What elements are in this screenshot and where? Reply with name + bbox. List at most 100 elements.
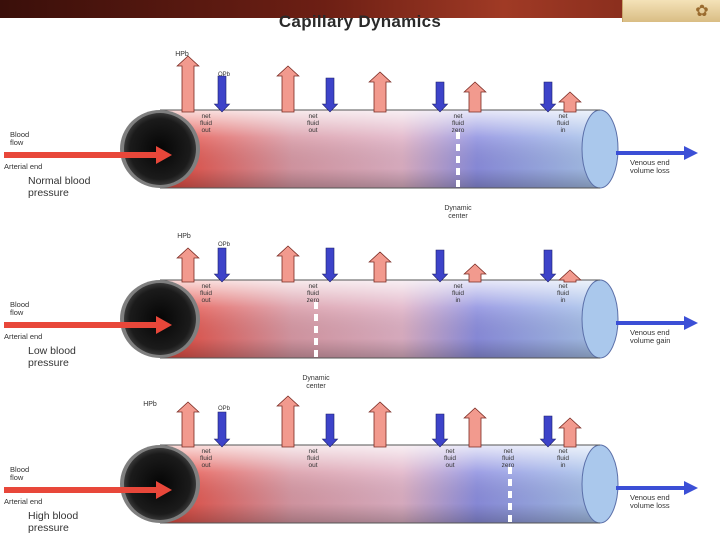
blood-flow-label: Blood [10,300,29,309]
osmotic-arrow [539,249,557,283]
dynamic-center-label: center [306,383,326,390]
tube-venous-end [581,444,619,524]
venous-end-label: volume loss [630,501,670,510]
net-fluid-label: fluid [200,455,212,462]
net-fluid-label: fluid [444,455,456,462]
net-fluid-label: net [453,283,462,290]
net-fluid-label: in [455,297,460,304]
net-fluid-label: net [201,113,210,120]
blood-flow-label: flow [10,138,24,147]
blood-flow-arrow [4,152,160,158]
venous-end-label: Venous end [630,158,670,167]
hydrostatic-arrow [558,269,582,283]
net-fluid-label: out [445,462,454,469]
hydrostatic-arrow [176,55,200,113]
net-fluid-label: net [308,448,317,455]
arterial-end-label: Arterial end [4,332,42,341]
net-fluid-label: in [560,297,565,304]
osmotic-arrow [431,81,449,113]
venous-flow-arrow [616,321,686,325]
net-fluid-label: net [558,283,567,290]
net-fluid-label: zero [452,127,465,134]
condition-label: High blood [28,510,78,522]
panel-3: HPbOPbnetfluidoutnetfluidoutnetfluidoutn… [4,395,698,537]
blood-flow-label: Blood [10,465,29,474]
tube-shading [160,445,600,523]
tube-shading [160,280,600,358]
net-fluid-label: net [201,448,210,455]
blood-flow-arrow [4,322,160,328]
panel-1: HPbOPbnetfluidoutnetfluidoutnetfluidzero… [4,51,698,220]
net-fluid-label: net [558,448,567,455]
hp-label: HPb [177,233,191,240]
net-fluid-label: fluid [502,455,514,462]
hydrostatic-arrow [276,65,300,113]
hydrostatic-arrow [176,247,200,283]
blood-flow-label: flow [10,308,24,317]
venous-flow-arrowhead [684,481,698,495]
osmotic-arrow [213,247,231,283]
header-ornament: ✿ [622,0,720,22]
hydrostatic-arrow [463,81,487,113]
blood-flow-arrowhead [156,146,172,164]
net-fluid-label: in [560,462,565,469]
condition-label: pressure [28,187,69,199]
blood-flow-arrowhead [156,481,172,499]
osmotic-arrow [431,413,449,448]
osmotic-arrow [213,411,231,448]
net-fluid-label: net [308,283,317,290]
osmotic-arrow [431,249,449,283]
condition-label: Low blood [28,345,76,357]
venous-end-label: volume loss [630,166,670,175]
osmotic-arrow [321,247,339,283]
net-fluid-label: zero [307,297,320,304]
net-fluid-label: out [201,297,210,304]
net-fluid-label: fluid [307,455,319,462]
net-fluid-label: fluid [452,120,464,127]
condition-label: pressure [28,357,69,369]
net-fluid-label: fluid [200,120,212,127]
net-fluid-label: fluid [307,290,319,297]
net-fluid-label: fluid [557,290,569,297]
venous-flow-arrow [616,486,686,490]
hp-label: HPb [143,401,157,408]
op-label: OPb [218,406,231,412]
venous-end-label: Venous end [630,493,670,502]
net-fluid-label: net [558,113,567,120]
venous-end-label: Venous end [630,328,670,337]
op-label: OPb [218,242,231,248]
tube-venous-end [581,109,619,189]
blood-flow-arrowhead [156,316,172,334]
hydrostatic-arrow [368,251,392,283]
hydrostatic-arrow [368,71,392,113]
net-fluid-label: fluid [307,120,319,127]
hydrostatic-arrow [276,395,300,448]
op-label: OPb [218,72,231,78]
hydrostatic-arrow [463,407,487,448]
blood-flow-label: Blood [10,130,29,139]
blood-flow-arrow [4,487,160,493]
osmotic-arrow [539,415,557,448]
net-fluid-label: net [201,283,210,290]
osmotic-arrow [321,413,339,448]
net-fluid-label: out [201,127,210,134]
net-fluid-label: out [201,462,210,469]
arterial-end-label: Arterial end [4,497,42,506]
net-fluid-label: net [503,448,512,455]
osmotic-arrow [213,75,231,113]
net-fluid-label: net [308,113,317,120]
dynamic-center-label: Dynamic [444,205,472,212]
hydrostatic-arrow [558,417,582,448]
flower-logo-icon: ✿ [695,1,709,20]
osmotic-arrow [539,81,557,113]
tube-venous-end [581,279,619,359]
dynamic-center-label: center [448,213,468,220]
hydrostatic-arrow [558,91,582,113]
page-title: Capillary Dynamics [278,12,442,31]
panel-2: HPbOPbnetfluidoutnetfluidzeronetfluidinn… [4,233,698,390]
net-fluid-label: net [453,113,462,120]
net-fluid-label: zero [502,462,515,469]
net-fluid-label: in [560,127,565,134]
condition-label: pressure [28,522,69,534]
